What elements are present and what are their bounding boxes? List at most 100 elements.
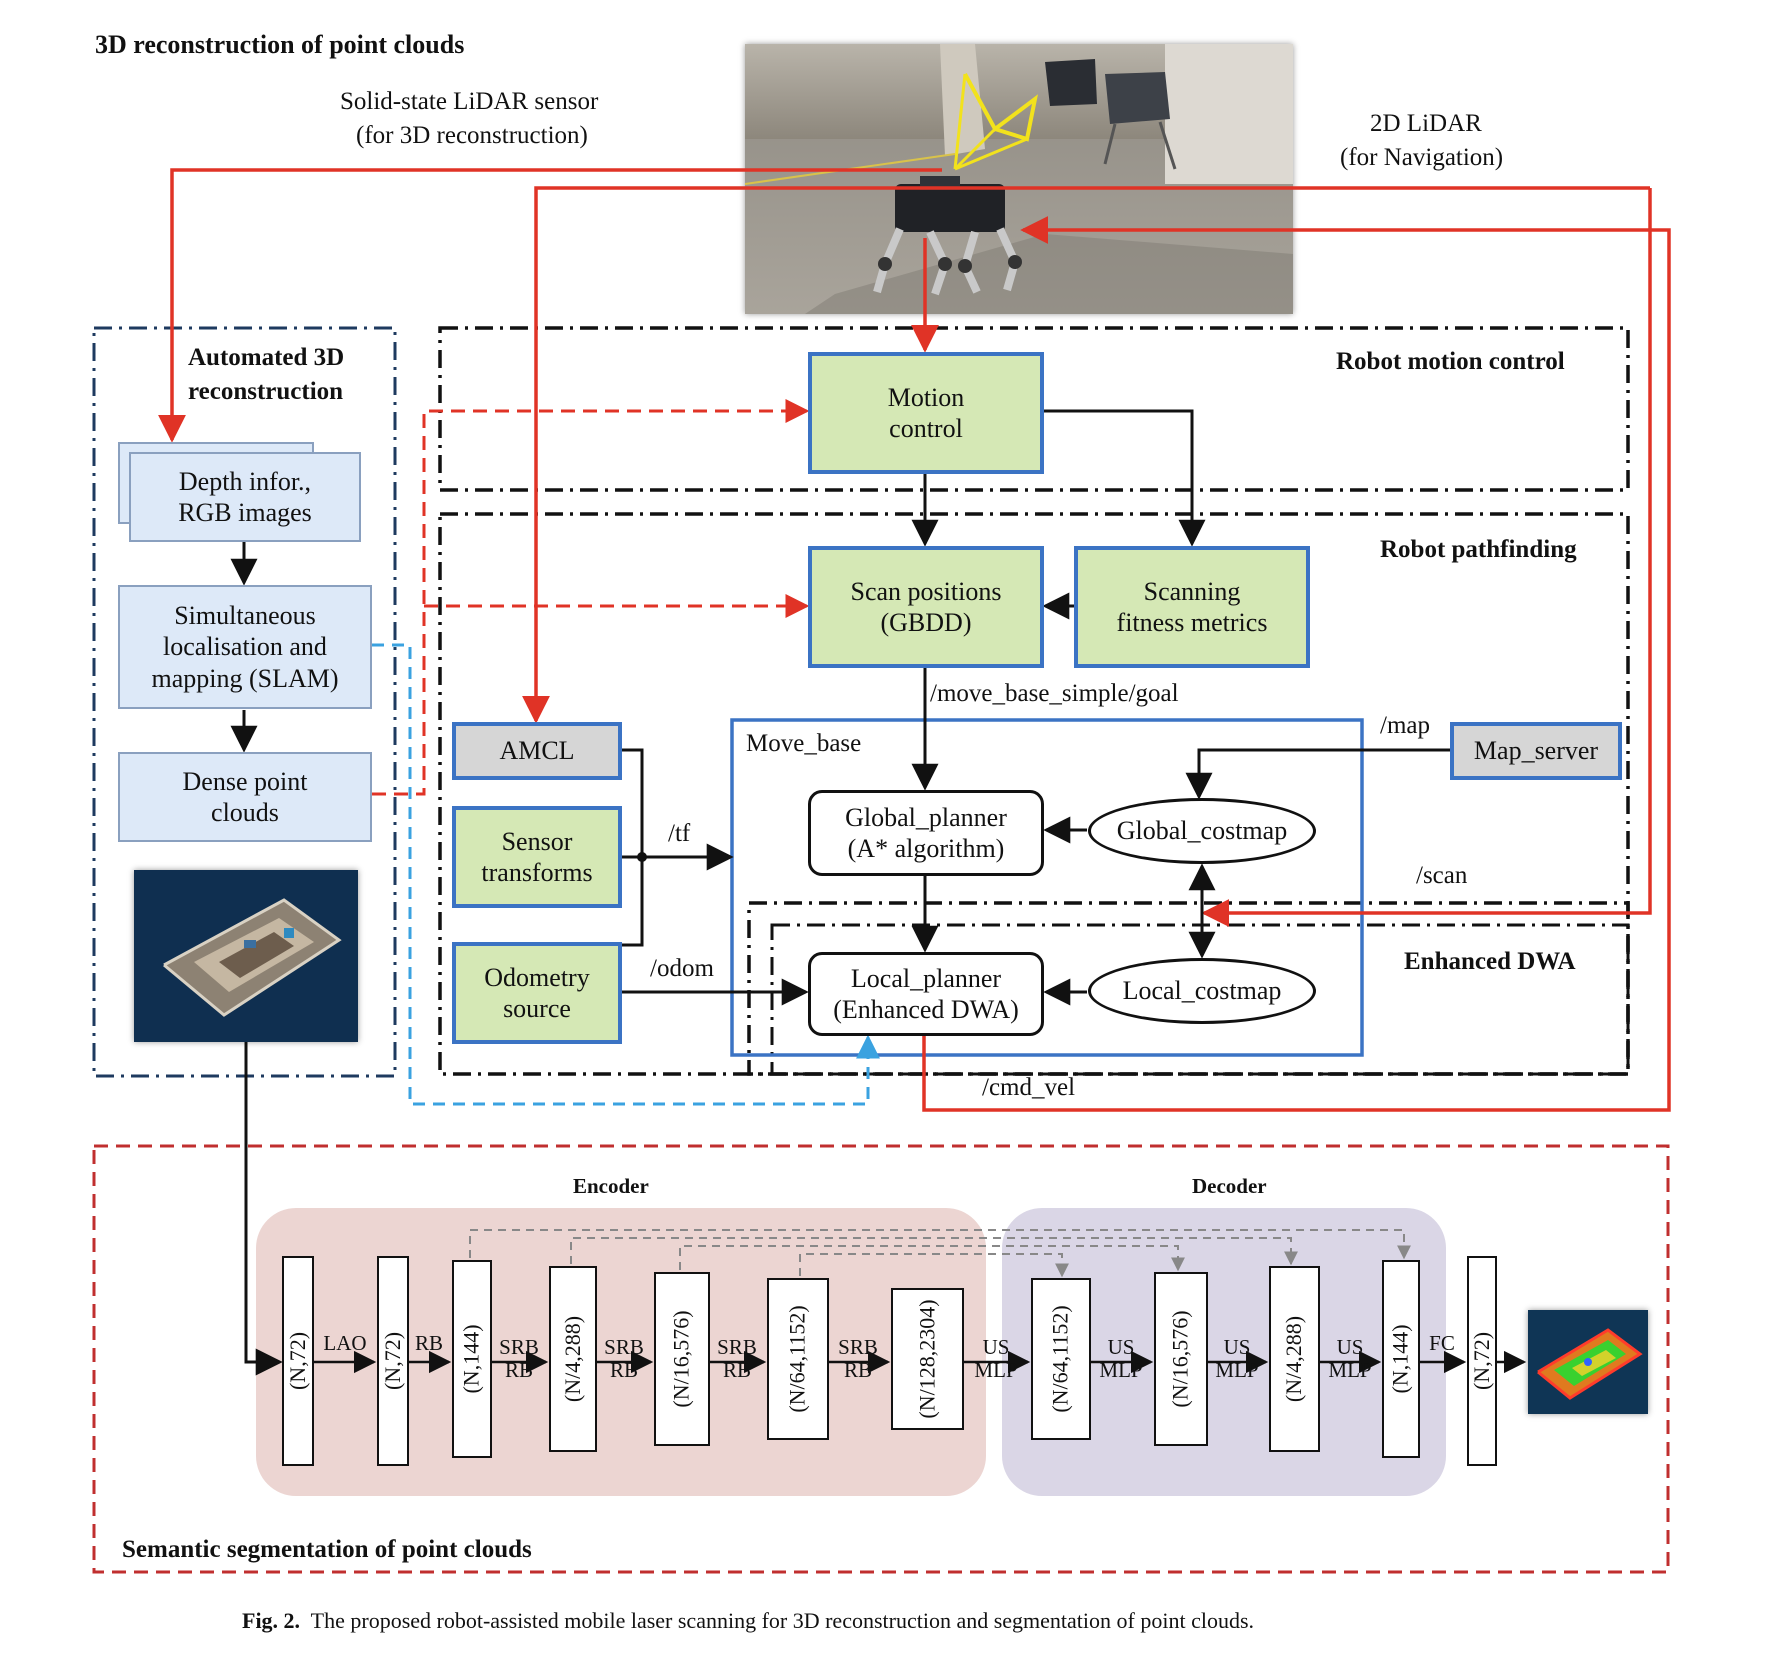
scanning-fitness-line2: fitness metrics xyxy=(1116,608,1268,637)
local-costmap-ellipse: Local_costmap xyxy=(1088,958,1316,1024)
op-label-1: LAO xyxy=(318,1332,372,1355)
solid-state-lidar-label-line1: Solid-state LiDAR sensor xyxy=(340,88,599,115)
layer-box-4: (N/4,288) xyxy=(549,1266,597,1452)
op-label-4-line2: RB xyxy=(609,1357,638,1382)
point-cloud-drawing xyxy=(134,870,358,1042)
amcl-box: AMCL xyxy=(452,722,622,780)
odometry-line1: Odometry xyxy=(484,962,590,992)
layer-box-3: (N,144) xyxy=(452,1260,492,1458)
op-label-9-line2: MLP xyxy=(1215,1357,1259,1382)
layer-label-3: (N,144) xyxy=(459,1324,485,1394)
skip-connection-3 xyxy=(679,1245,1185,1272)
slam-line1: Simultaneous xyxy=(174,601,316,631)
op-label-9-line1: US xyxy=(1223,1335,1251,1359)
tf-junction xyxy=(637,852,647,862)
robot-photo-drawing xyxy=(745,44,1293,314)
op-label-3-line2: RB xyxy=(504,1357,533,1382)
automated-3d-title-line2: reconstruction xyxy=(188,378,344,405)
layer-label-8: (N/64,1152) xyxy=(1048,1305,1073,1413)
sensor-transforms-line2: transforms xyxy=(481,858,593,887)
local-planner-box: Local_planner(Enhanced DWA) xyxy=(808,952,1044,1036)
enhanced-dwa-title: Enhanced DWA xyxy=(1404,948,1576,975)
scan-positions-box: Scan positions(GBDD) xyxy=(808,546,1044,668)
motion-to-fitness-arrow xyxy=(1043,409,1206,547)
op-label-2-line1: RB xyxy=(414,1331,443,1355)
op-label-6-line2: RB xyxy=(843,1357,872,1382)
amcl-to-tf-line xyxy=(622,748,644,947)
op-label-10-line2: MLP xyxy=(1328,1357,1372,1382)
layer-label-4: (N/4,288) xyxy=(560,1315,585,1403)
map-topic-label: /map xyxy=(1380,712,1430,739)
op-label-5-line1: SRB xyxy=(717,1335,757,1359)
cmd-vel-topic-label: /cmd_vel xyxy=(982,1074,1076,1101)
global-costmap-label: Global_costmap xyxy=(1116,816,1288,846)
op-label-5-line2: RB xyxy=(722,1357,751,1382)
op-label-11: FC xyxy=(1420,1332,1464,1355)
skip-connection-1 xyxy=(469,1229,1411,1260)
layer-box-2: (N,72) xyxy=(377,1256,409,1466)
layer-box-11: (N,144) xyxy=(1382,1260,1420,1458)
slam-to-local-planner-dashed xyxy=(372,643,880,1106)
encoder-title: Encoder xyxy=(573,1174,649,1198)
segmentation-region xyxy=(92,1144,1670,1574)
layer-label-7: (N/128,2304) xyxy=(914,1299,940,1419)
slam-line3: mapping (SLAM) xyxy=(151,663,339,693)
layer-box-8: (N/64,1152) xyxy=(1031,1278,1091,1440)
pointcloud-to-network-arrow xyxy=(244,1042,283,1376)
scan-topic-arrow xyxy=(1201,188,1652,927)
layer-box-1: (N,72) xyxy=(282,1256,314,1466)
skip-connection-4 xyxy=(799,1253,1069,1278)
lidar-2d-label-line2: (for Navigation) xyxy=(1340,144,1504,171)
dense-to-control-dashed xyxy=(372,399,810,796)
depth-rgb-line2: RGB images xyxy=(178,498,312,527)
map-server-label: Map_server xyxy=(1473,736,1599,766)
layer-label-12: (N,72) xyxy=(1469,1331,1495,1391)
tf-topic-label: /tf xyxy=(668,820,691,847)
layer-box-7: (N/128,2304) xyxy=(891,1288,964,1430)
automated-3d-title-line1: Automated 3D xyxy=(188,344,345,371)
solid-state-lidar-label-line2: (for 3D reconstruction) xyxy=(356,122,588,149)
amcl-label: AMCL xyxy=(499,736,575,766)
map-arrow xyxy=(1185,748,1450,800)
slam-line2: localisation and xyxy=(163,632,327,662)
layer-label-11: (N,144) xyxy=(1388,1324,1414,1394)
depth-rgb-box: Depth infor.,RGB images xyxy=(129,452,361,542)
figure-caption: Fig. 2. The proposed robot-assisted mobi… xyxy=(242,1608,1254,1633)
skip-connection-2 xyxy=(570,1237,1298,1266)
segmented-output-drawing xyxy=(1528,1310,1648,1414)
decoder-background xyxy=(1002,1208,1446,1496)
lidar-2d-label-line1: 2D LiDAR xyxy=(1370,110,1482,137)
op-label-7-line2: MLP xyxy=(974,1357,1018,1382)
global-planner-line1: Global_planner xyxy=(845,802,1007,832)
layer-label-10: (N/4,288) xyxy=(1281,1315,1307,1403)
solid-state-lidar-arrow xyxy=(158,168,942,443)
op-label-4-line1: SRB xyxy=(604,1335,644,1359)
op-label-11-line1: FC xyxy=(1429,1331,1455,1355)
cmd-vel-arrow xyxy=(922,216,1671,1112)
decoder-title: Decoder xyxy=(1192,1174,1267,1198)
op-label-2: RB xyxy=(409,1332,449,1355)
scan-topic-label: /scan xyxy=(1416,862,1468,889)
motion-control-title: Robot motion control xyxy=(1336,348,1565,375)
scan-positions-line1: Scan positions xyxy=(850,576,1002,606)
layer-label-9: (N/16,576) xyxy=(1168,1310,1193,1408)
local-planner-line2: (Enhanced DWA) xyxy=(833,995,1019,1024)
caption-label: Fig. 2. xyxy=(242,1608,301,1633)
op-label-3-line1: SRB xyxy=(499,1335,539,1359)
layer-box-9: (N/16,576) xyxy=(1154,1272,1208,1446)
dense-line2: clouds xyxy=(211,798,279,827)
global-planner-box: Global_planner(A* algorithm) xyxy=(808,790,1044,876)
main-title: 3D reconstruction of point clouds xyxy=(95,30,465,59)
local-costmap-label: Local_costmap xyxy=(1122,976,1282,1006)
op-label-7-line1: US xyxy=(982,1335,1010,1359)
motion-control-line1: Motion xyxy=(887,382,965,412)
